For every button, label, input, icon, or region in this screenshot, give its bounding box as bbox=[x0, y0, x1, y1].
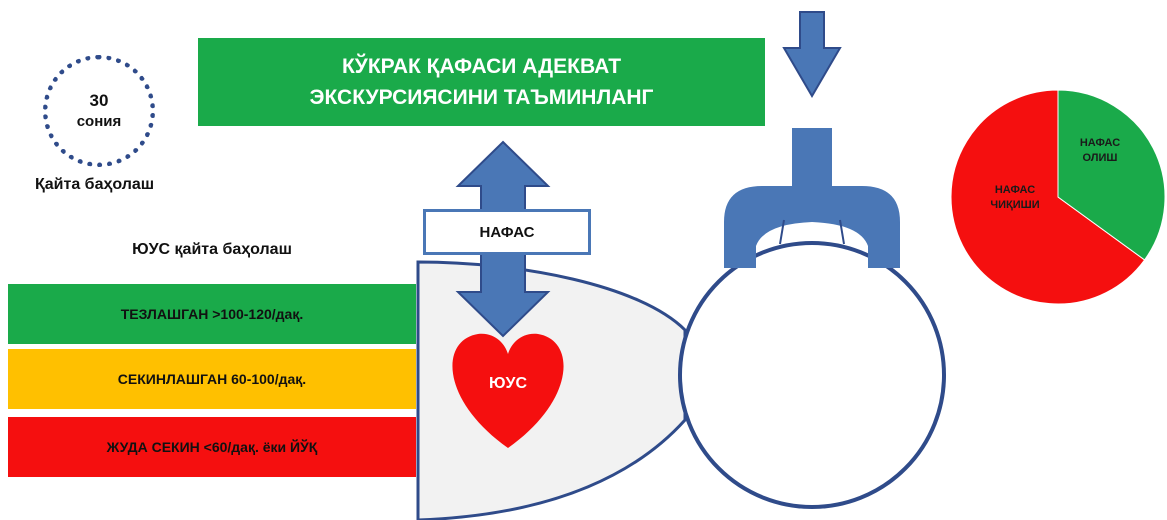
heart-rate-title: ЮУС қайта баҳолаш bbox=[132, 241, 292, 258]
banner-line-1: КЎКРАК ҚАФАСИ АДЕКВАТ bbox=[341, 54, 622, 78]
heart-icon bbox=[452, 333, 564, 448]
head-circle bbox=[678, 241, 946, 509]
pressure-arrow-icon bbox=[782, 11, 842, 98]
exhale-label-line-1: НАФАС bbox=[994, 184, 1036, 196]
breath-cycle-pie bbox=[950, 89, 1166, 305]
inhale-slice bbox=[1057, 89, 1166, 261]
breath-label-box: НАФАС bbox=[423, 209, 591, 255]
heart-rate-level-label: СЕКИНЛАШГАН 60-100/дақ. bbox=[117, 371, 307, 387]
inhale-label-line-1: НАФАС bbox=[1079, 137, 1121, 149]
mask-stem bbox=[792, 128, 832, 190]
timer-unit: сония bbox=[76, 113, 122, 131]
heart-rate-level-slow: СЕКИНЛАШГАН 60-100/дақ. bbox=[8, 349, 416, 409]
mask-line bbox=[839, 219, 845, 245]
instruction-banner: КЎКРАК ҚАФАСИ АДЕКВАТ ЭКСКУРСИЯСИНИ ТАЪМ… bbox=[198, 38, 765, 126]
ventilation-mask bbox=[724, 186, 900, 268]
inhale-label-line-2: ОЛИШ bbox=[1082, 151, 1118, 164]
inhale-label: НАФАС ОЛИШ bbox=[1055, 136, 1145, 166]
heart-label: ЮУС bbox=[489, 375, 527, 392]
reassess-timer: 30 сония bbox=[43, 55, 155, 167]
banner-line-2: ЭКСКУРСИЯСИНИ ТАЪМИНЛАНГ bbox=[309, 86, 654, 109]
timer-dotted-ring bbox=[43, 55, 155, 167]
heart-rate-level-label: ЖУДА СЕКИН <60/дақ. ёки ЙЎҚ bbox=[106, 439, 318, 455]
exhale-label-line-2: ЧИҚИШИ bbox=[990, 198, 1040, 211]
heart-rate-level-label: ТЕЗЛАШГАН >100-120/дақ. bbox=[120, 306, 304, 322]
reassess-label: Қайта баҳолаш bbox=[35, 176, 155, 193]
timer-value: 30 bbox=[89, 91, 109, 111]
breath-label: НАФАС bbox=[479, 223, 535, 241]
exhale-slice bbox=[950, 89, 1146, 305]
heart-rate-level-fast: ТЕЗЛАШГАН >100-120/дақ. bbox=[8, 284, 416, 344]
exhale-label: НАФАС ЧИҚИШИ bbox=[970, 183, 1060, 213]
mask-line bbox=[779, 219, 785, 245]
heart-rate-level-very-slow: ЖУДА СЕКИН <60/дақ. ёки ЙЎҚ bbox=[8, 417, 416, 477]
